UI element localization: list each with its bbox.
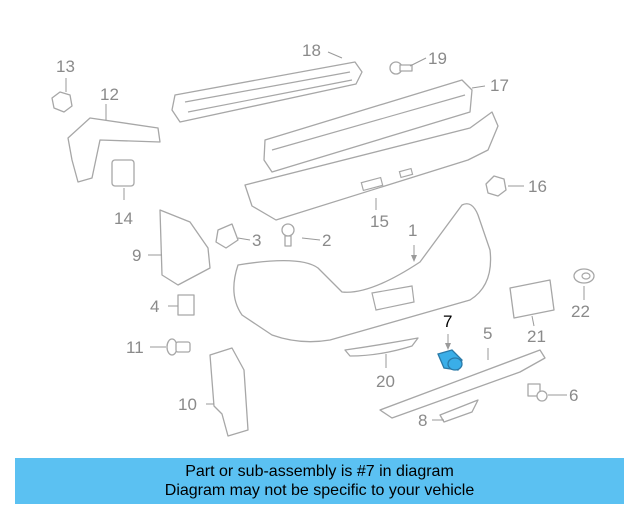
callout-16: 16 (528, 177, 547, 196)
part-11-rivet (166, 338, 191, 356)
callout-1: 1 (408, 221, 418, 240)
part-17-absorber (263, 79, 473, 173)
part-21-plate (509, 279, 555, 319)
part-14-clip (111, 159, 135, 187)
leader-lines (65, 51, 585, 421)
info-banner: Part or sub-assembly is #7 in diagram Di… (15, 458, 624, 504)
callout-20: 20 (376, 372, 395, 391)
part-7-sensor (437, 349, 463, 371)
callout-7: 7 (443, 312, 453, 331)
banner-line-2: Diagram may not be specific to your vehi… (164, 482, 475, 499)
part-2-screw (281, 223, 295, 247)
part-5-trim (379, 349, 546, 419)
callout-5: 5 (483, 324, 493, 343)
part-18-impact-bar (171, 61, 363, 123)
callout-6: 6 (569, 386, 579, 405)
callout-13: 13 (56, 57, 75, 76)
part-16-nut (485, 175, 507, 197)
callout-19: 19 (428, 49, 447, 68)
callout-11: 11 (126, 338, 144, 357)
part-9-bracket (159, 209, 211, 286)
callout-10: 10 (178, 395, 197, 414)
part-13-nut (51, 91, 73, 113)
callout-2: 2 (322, 231, 332, 250)
part-1-bumper-cover (233, 203, 492, 343)
part-15-carrier (244, 111, 499, 221)
part-6-screw (527, 383, 548, 402)
callout-22: 22 (571, 302, 590, 321)
callout-14: 14 (114, 209, 133, 228)
part-20-trim (344, 337, 419, 357)
callout-15: 15 (370, 212, 389, 231)
callout-12: 12 (100, 85, 119, 104)
part-4-clip (177, 294, 195, 316)
part-8-panel (439, 399, 479, 423)
parts-diagram (51, 51, 595, 437)
part-10-bracket (209, 347, 249, 437)
callout-8: 8 (418, 411, 428, 430)
callout-17: 17 (490, 76, 509, 95)
part-12-bracket (67, 117, 161, 183)
callout-4: 4 (150, 297, 160, 316)
callout-3: 3 (252, 231, 262, 250)
callout-18: 18 (302, 41, 321, 60)
part-3-clip (215, 223, 239, 249)
part-19-screw (389, 61, 413, 75)
callout-21: 21 (527, 327, 546, 346)
part-22-grommet (573, 268, 595, 284)
callout-9: 9 (132, 246, 142, 265)
banner-line-1: Part or sub-assembly is #7 in diagram (185, 463, 454, 480)
